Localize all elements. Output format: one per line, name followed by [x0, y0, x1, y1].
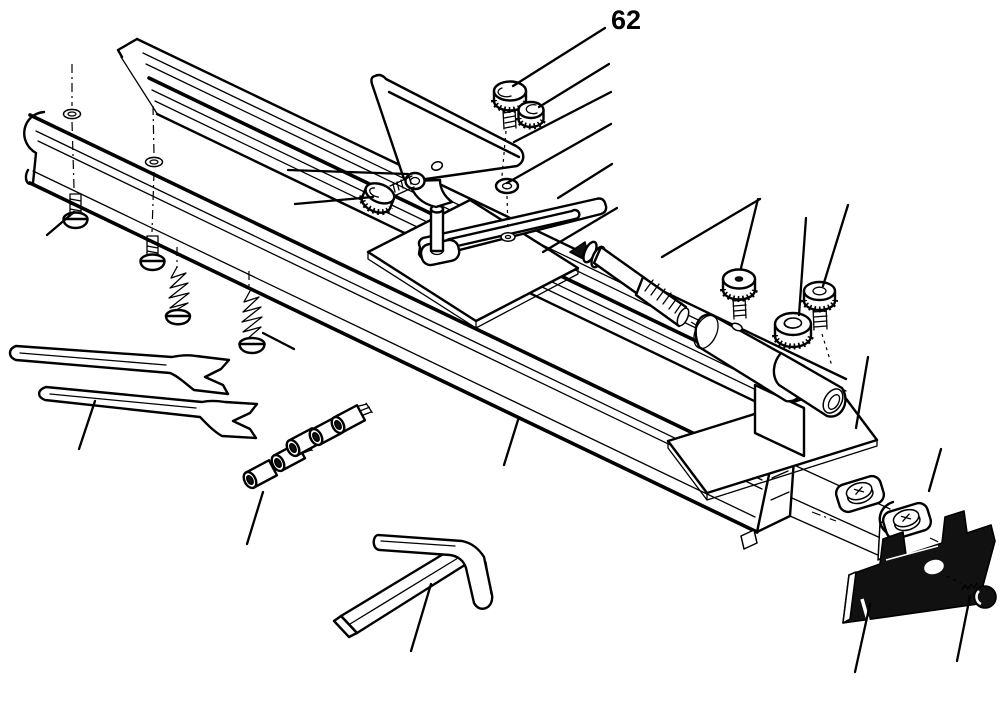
center-axis-dashes [71, 64, 250, 289]
socket-screw [330, 402, 373, 435]
locating-pin [419, 204, 461, 267]
tapping-screw-2 [238, 290, 266, 355]
leader-rail [502, 418, 520, 467]
tailstock-body [693, 313, 847, 458]
clamp-axis-dashes [811, 511, 948, 547]
clamp-bracket-slot [860, 598, 872, 628]
callout-62-label: 62 [611, 5, 641, 35]
socket-screw [242, 457, 285, 490]
tool-rest-bracket [332, 533, 494, 639]
triangular-support-bracket [370, 73, 525, 209]
slotted-arm [417, 197, 608, 260]
open-end-wrench-2 [37, 385, 259, 440]
leader-lines [45, 26, 972, 674]
bracket-fold-line [387, 90, 521, 159]
leader-machine-screw [45, 210, 76, 237]
rail-back-edge [135, 37, 848, 381]
tailstock-thumbscrew-rear [801, 280, 838, 367]
rail-left-step [116, 37, 139, 59]
tailstock-bushing [772, 351, 847, 418]
rail-left-cap [23, 110, 46, 186]
tailstock-thumbscrew-front [720, 268, 758, 320]
leader-headstock-plate [541, 206, 619, 254]
tailstock-knurled-nut [772, 311, 814, 350]
leader-tailstock-nut [797, 216, 808, 317]
clamp-bracket [842, 510, 996, 628]
bracket-hole [430, 161, 444, 171]
rail-fence-end [120, 56, 159, 116]
leader-wrenches [77, 399, 97, 451]
socket-head-screws [242, 402, 373, 490]
clamp-pad-front [834, 474, 886, 514]
rail-mounting-hole [144, 156, 164, 168]
leader-nut-62 [537, 62, 611, 109]
leader-tool-rest [409, 582, 433, 653]
clamp-bracket-hole [924, 559, 944, 575]
leader-washer-62 [505, 122, 613, 185]
leader-bracket-thumbscrew [293, 195, 375, 206]
knurled-thumbscrew-62 [491, 80, 529, 177]
leader-tailstock-thumbscrew-rear [821, 203, 850, 288]
tapping-screw-1 [164, 266, 192, 326]
clamp-bracket-end-face [842, 571, 857, 624]
tailstock-body-hole [731, 322, 743, 332]
leader-tailstock-thumbscrew-front [739, 197, 760, 270]
clamp-pad-rear [878, 500, 933, 541]
leader-tailstock-base-plate [854, 355, 870, 430]
bracket-thumbscrew [359, 175, 415, 216]
leader-clamp-pad [927, 447, 943, 493]
leader-clamp-bracket [853, 602, 872, 674]
bracket-washer [404, 171, 426, 191]
machine-screw-2 [139, 235, 166, 272]
washer-62 [494, 177, 520, 242]
rail-mounting-hole [62, 108, 82, 120]
leader-slotted-arm [556, 162, 614, 200]
leader-tapping-screw [261, 331, 296, 351]
leader-62 [511, 26, 607, 88]
leader-socket-screws [245, 490, 265, 546]
leader-clamp-screw [955, 594, 972, 663]
knurled-nut-62 [515, 100, 547, 130]
open-end-wrench-1 [8, 344, 231, 396]
leader-bracket [512, 90, 613, 144]
leader-bracket-washer [286, 168, 410, 176]
leader-spindle [660, 197, 762, 259]
clamp-screw [946, 575, 997, 609]
threaded-center-spindle [569, 240, 712, 335]
